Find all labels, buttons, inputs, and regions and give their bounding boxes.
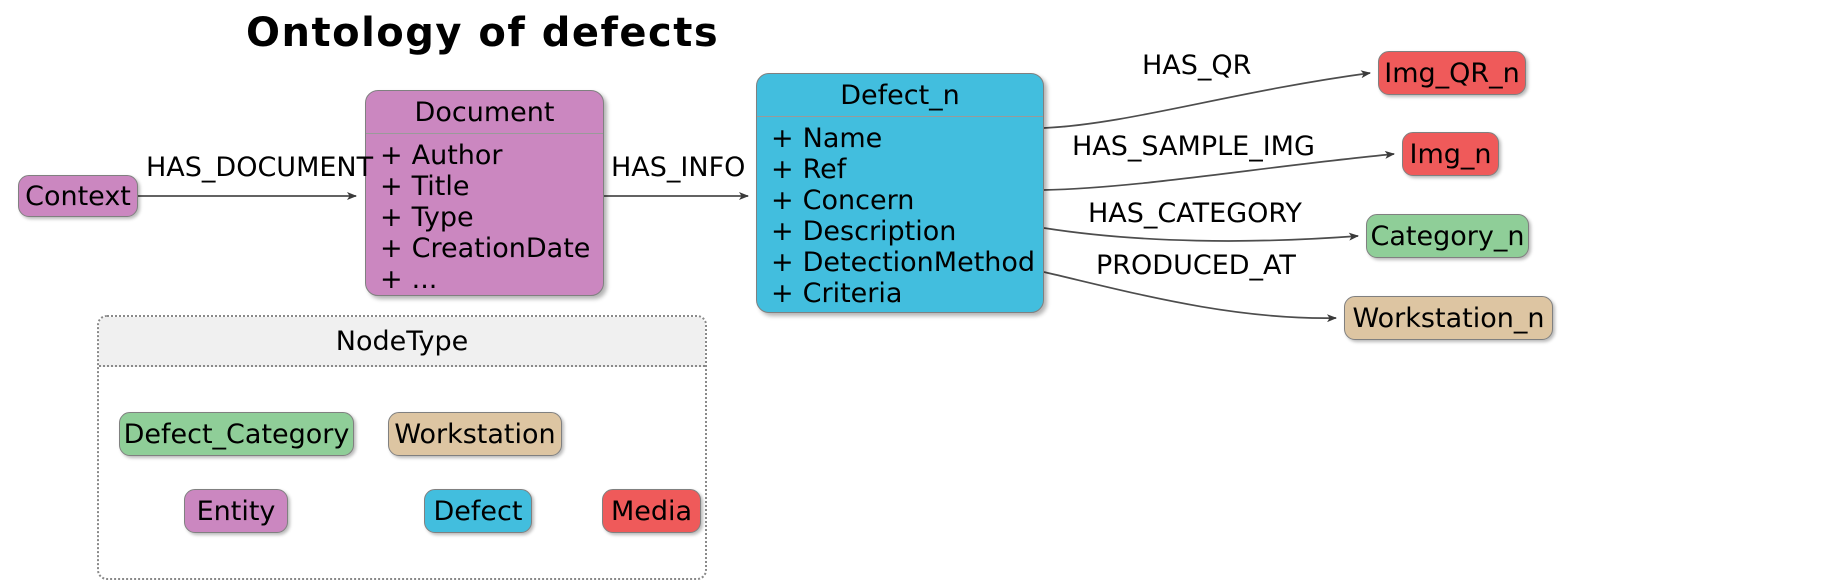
attribute-label: Ref — [802, 154, 847, 185]
attribute-row: + DetectionMethod — [771, 247, 1043, 278]
node-category-n[interactable]: Category_n — [1366, 214, 1529, 258]
node-context-label: Context — [25, 180, 131, 212]
attribute-row: + Name — [771, 123, 1043, 154]
node-defect-title: Defect_n — [757, 74, 1043, 117]
node-img-qr-n[interactable]: Img_QR_n — [1378, 51, 1526, 95]
attribute-plus: + — [771, 216, 794, 247]
attribute-row: + CreationDate — [380, 233, 603, 264]
attribute-label: Name — [802, 123, 883, 154]
legend-title: NodeType — [99, 317, 705, 367]
attribute-plus: + — [380, 233, 403, 264]
node-category-n-label: Category_n — [1370, 220, 1525, 252]
legend-chip-defect-category[interactable]: Defect_Category — [119, 412, 354, 456]
attribute-row: + Author — [380, 140, 603, 171]
attribute-plus: + — [380, 171, 403, 202]
attribute-plus: + — [380, 264, 403, 295]
legend-body: Defect_Category Workstation Entity Defec… — [99, 367, 705, 580]
attribute-label: Type — [411, 202, 474, 233]
attribute-label: CreationDate — [411, 233, 591, 264]
node-defect[interactable]: Defect_n + Name + Ref + Concern + Descriptio… — [756, 73, 1044, 313]
attribute-plus: + — [380, 202, 403, 233]
legend-chip-label: Media — [610, 495, 693, 527]
attribute-row: + Description — [771, 216, 1043, 247]
attribute-plus: + — [771, 185, 794, 216]
edge-label-has-document: HAS_DOCUMENT — [146, 152, 374, 183]
attribute-plus: + — [771, 247, 794, 278]
node-img-n-label: Img_n — [1409, 138, 1492, 170]
attribute-row: +... — [380, 264, 603, 295]
edge-label-has-qr: HAS_QR — [1142, 50, 1252, 81]
node-document-title: Document — [366, 91, 603, 134]
attribute-label: Concern — [802, 185, 915, 216]
edge-label-has-info: HAS_INFO — [611, 152, 746, 183]
attribute-row: + Title — [380, 171, 603, 202]
edge-label-has-category: HAS_CATEGORY — [1088, 198, 1302, 229]
edge-label-produced-at: PRODUCED_AT — [1096, 250, 1296, 281]
node-img-qr-n-label: Img_QR_n — [1384, 57, 1520, 89]
node-defect-attributes: + Name + Ref + Concern + Description + Detect… — [757, 117, 1043, 312]
node-workstation-n[interactable]: Workstation_n — [1344, 296, 1553, 340]
legend-chip-media[interactable]: Media — [602, 489, 701, 533]
node-document[interactable]: Document + Author + Title + Type + CreationD… — [365, 90, 604, 296]
legend-chip-label: Workstation — [394, 418, 556, 450]
attribute-label: DetectionMethod — [802, 247, 1036, 278]
attribute-label: Author — [411, 140, 503, 171]
node-workstation-n-label: Workstation_n — [1352, 302, 1545, 334]
attribute-plus: + — [380, 140, 403, 171]
edge-label-has-sample-img: HAS_SAMPLE_IMG — [1072, 131, 1315, 162]
legend-chip-entity[interactable]: Entity — [184, 489, 288, 533]
attribute-label: Criteria — [802, 278, 903, 309]
node-img-n[interactable]: Img_n — [1402, 132, 1499, 176]
node-document-attributes: + Author + Title + Type + CreationDate +... — [366, 134, 603, 295]
node-context[interactable]: Context — [18, 175, 138, 217]
attribute-row: + Ref — [771, 154, 1043, 185]
attribute-row: + Type — [380, 202, 603, 233]
edge-has-qr — [1043, 70, 1371, 129]
attribute-row: + Concern — [771, 185, 1043, 216]
legend-chip-defect[interactable]: Defect — [424, 489, 532, 533]
legend-chip-workstation[interactable]: Workstation — [388, 412, 562, 456]
page-title: Ontology of defects — [246, 10, 720, 56]
legend-nodetype: NodeType Defect_Category Workstation Ent… — [97, 315, 707, 580]
attribute-plus: + — [771, 278, 794, 309]
attribute-label: Description — [802, 216, 957, 247]
attribute-plus: + — [771, 154, 794, 185]
attribute-label: Title — [411, 171, 470, 202]
attribute-label: ... — [411, 264, 438, 295]
attribute-row: + Criteria — [771, 278, 1043, 309]
legend-chip-label: Defect — [433, 495, 523, 527]
edge-has-category — [1043, 227, 1359, 242]
legend-chip-label: Entity — [196, 495, 276, 527]
legend-chip-label: Defect_Category — [123, 418, 350, 450]
attribute-plus: + — [771, 123, 794, 154]
